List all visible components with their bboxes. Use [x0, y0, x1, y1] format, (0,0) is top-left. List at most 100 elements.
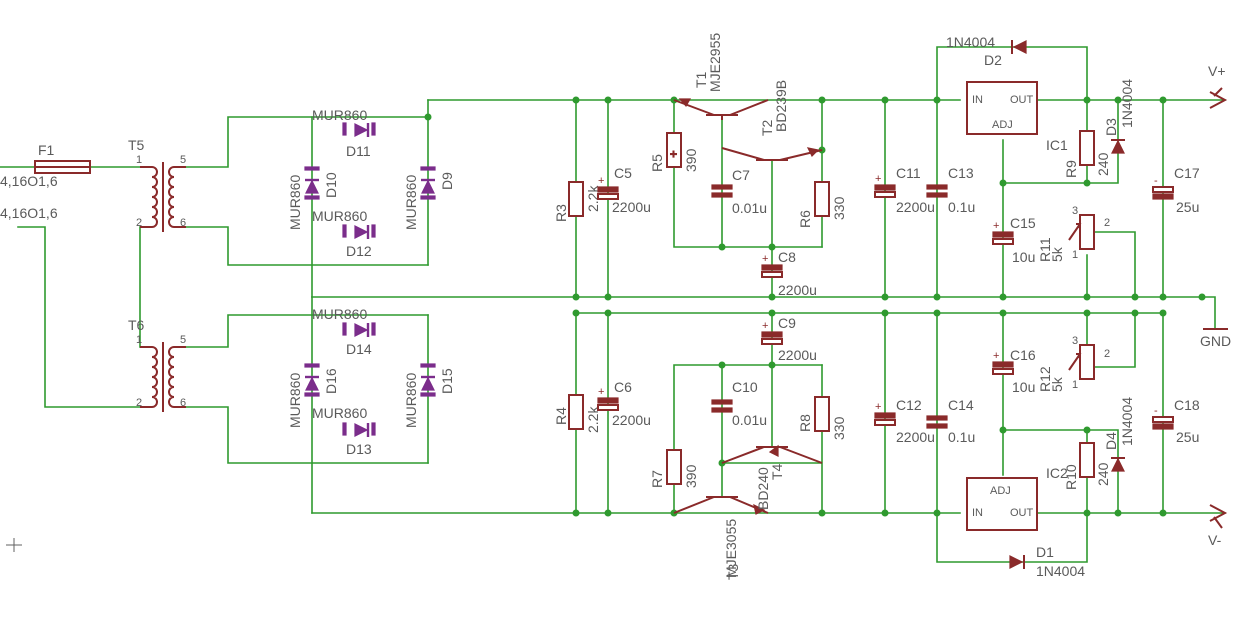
svg-text:C17: C17 — [1174, 165, 1200, 181]
svg-text:5: 5 — [180, 154, 186, 166]
capacitor-c8[interactable]: + C8 2200u — [761, 249, 817, 298]
svg-text:T2: T2 — [759, 119, 775, 136]
capacitor-c10[interactable]: C10 0.01u — [711, 379, 767, 428]
transistor-t4[interactable]: T4 BD240 — [721, 444, 823, 510]
regulator-ic2[interactable]: ADJ IN OUT IC2 — [966, 465, 1068, 531]
capacitor-c11[interactable]: + C11 2200u — [874, 165, 935, 215]
fuse-f1-ref: F1 — [38, 142, 55, 158]
capacitor-c16[interactable]: + C16 10u — [992, 347, 1036, 395]
diode-d9[interactable]: MUR860 D9 — [403, 166, 455, 230]
svg-text:D4: D4 — [1103, 432, 1119, 450]
svg-text:D12: D12 — [346, 243, 372, 259]
svg-text:2200u: 2200u — [778, 347, 817, 363]
capacitor-c12[interactable]: + C12 2200u — [874, 397, 935, 445]
svg-text:25u: 25u — [1176, 429, 1199, 445]
svg-text:390: 390 — [683, 464, 699, 488]
svg-text:MUR860: MUR860 — [403, 373, 419, 428]
svg-text:6: 6 — [180, 397, 186, 409]
transistor-t2[interactable]: T2 BD239B — [721, 80, 823, 161]
regulator-ic1[interactable]: IN OUT ADJ IC1 — [966, 81, 1068, 153]
transformer-t6[interactable]: T6 1 5 2 6 — [128, 317, 186, 412]
svg-text:C5: C5 — [614, 165, 632, 181]
svg-text:+: + — [598, 175, 604, 187]
svg-text:C15: C15 — [1010, 215, 1036, 231]
svg-text:2.2k: 2.2k — [585, 406, 601, 433]
supply-vminus[interactable]: V- — [1208, 504, 1228, 548]
capacitor-c9[interactable]: + C9 2200u — [761, 315, 817, 363]
svg-text:1N4004: 1N4004 — [1119, 397, 1135, 446]
svg-text:C12: C12 — [896, 397, 922, 413]
resistor-r8[interactable]: R8 330 — [797, 396, 847, 440]
supply-gnd[interactable]: GND — [1200, 328, 1231, 349]
resistor-r7[interactable]: R7 390 — [649, 449, 699, 488]
resistor-r3[interactable]: R3 2.2k — [553, 181, 601, 222]
supply-vplus[interactable]: V+ — [1208, 63, 1228, 109]
resistor-r6[interactable]: R6 330 — [797, 181, 847, 228]
svg-text:BD240: BD240 — [755, 467, 771, 510]
svg-text:1N4004: 1N4004 — [1119, 79, 1135, 128]
svg-text:2: 2 — [136, 217, 142, 229]
svg-text:C14: C14 — [948, 397, 974, 413]
potentiometer-r12[interactable]: 3 2 1 R12 5k — [1037, 335, 1110, 392]
capacitor-c18[interactable]: - C18 25u — [1152, 397, 1200, 445]
capacitor-c14[interactable]: C14 0.1u — [926, 397, 975, 445]
diode-d1[interactable]: D1 1N4004 — [1009, 544, 1085, 579]
svg-text:D13: D13 — [346, 441, 372, 457]
svg-text:MUR860: MUR860 — [287, 175, 303, 230]
svg-text:C8: C8 — [778, 249, 796, 265]
transistor-t1[interactable]: T1 MJE2955 — [673, 33, 769, 120]
diode-d11[interactable]: MUR860 D11 — [312, 107, 376, 159]
svg-text:1N4004: 1N4004 — [946, 34, 995, 50]
svg-text:D1: D1 — [1036, 544, 1054, 560]
svg-text:GND: GND — [1200, 333, 1231, 349]
svg-text:0.1u: 0.1u — [948, 199, 975, 215]
svg-text:IC1: IC1 — [1046, 137, 1068, 153]
wire-net — [0, 46, 1226, 563]
svg-text:T1: T1 — [693, 71, 709, 88]
svg-text:D16: D16 — [323, 368, 339, 394]
capacitor-c7[interactable]: C7 0.01u — [711, 167, 767, 216]
svg-text:MUR860: MUR860 — [312, 107, 367, 123]
transformer-t5[interactable]: T5 1 5 2 6 — [128, 137, 186, 232]
svg-text:MUR860: MUR860 — [312, 306, 367, 322]
capacitor-c15[interactable]: + C15 10u — [992, 215, 1036, 265]
diode-d3[interactable]: D3 1N4004 — [1103, 79, 1135, 154]
diode-d4[interactable]: D4 1N4004 — [1103, 397, 1135, 472]
resistor-r9[interactable]: R9 240 — [1063, 130, 1111, 178]
diode-d10[interactable]: MUR860 D10 — [287, 166, 339, 230]
svg-text:MUR860: MUR860 — [287, 373, 303, 428]
svg-text:C11: C11 — [896, 165, 921, 181]
diode-d14[interactable]: MUR860 D14 — [312, 306, 376, 357]
resistor-r10[interactable]: R10 240 — [1063, 442, 1111, 490]
svg-text:2200u: 2200u — [896, 199, 935, 215]
svg-text:C6: C6 — [614, 379, 632, 395]
svg-text:2200u: 2200u — [612, 412, 651, 428]
diode-d13[interactable]: MUR860 D13 — [312, 405, 376, 457]
svg-text:C18: C18 — [1174, 397, 1200, 413]
resistor-r5[interactable]: + R5 390 — [649, 132, 699, 172]
fuse-f1[interactable]: F1 — [34, 142, 91, 174]
svg-text:R12: R12 — [1037, 366, 1053, 392]
svg-text:R4: R4 — [553, 407, 569, 425]
diode-d12[interactable]: MUR860 D12 — [312, 208, 376, 259]
svg-text:R3: R3 — [553, 204, 569, 222]
diode-d15[interactable]: MUR860 D15 — [403, 363, 455, 428]
svg-text:10u: 10u — [1012, 249, 1035, 265]
resistor-r4[interactable]: R4 2.2k — [553, 394, 601, 433]
svg-text:D11: D11 — [346, 143, 371, 159]
svg-text:R8: R8 — [797, 414, 813, 432]
capacitor-c13[interactable]: C13 0.1u — [926, 165, 975, 215]
svg-text:R5: R5 — [649, 154, 665, 172]
svg-text:BD239B: BD239B — [773, 80, 789, 132]
potentiometer-r11[interactable]: 3 2 1 R11 5k — [1037, 205, 1110, 262]
svg-text:R6: R6 — [797, 210, 813, 228]
svg-text:0.01u: 0.01u — [732, 412, 767, 428]
svg-text:C10: C10 — [732, 379, 758, 395]
transformer-t6-ref: T6 — [128, 317, 145, 333]
diode-d16[interactable]: MUR860 D16 — [287, 363, 339, 428]
capacitor-c17[interactable]: - C17 25u — [1152, 165, 1200, 215]
capacitor-c5[interactable]: + C5 2200u — [597, 165, 651, 215]
transistor-t3[interactable]: T3 MJE3055 — [673, 496, 769, 580]
diode-d2[interactable]: 1N4004 D2 — [946, 34, 1027, 68]
capacitor-c6[interactable]: + C6 2200u — [597, 379, 651, 428]
